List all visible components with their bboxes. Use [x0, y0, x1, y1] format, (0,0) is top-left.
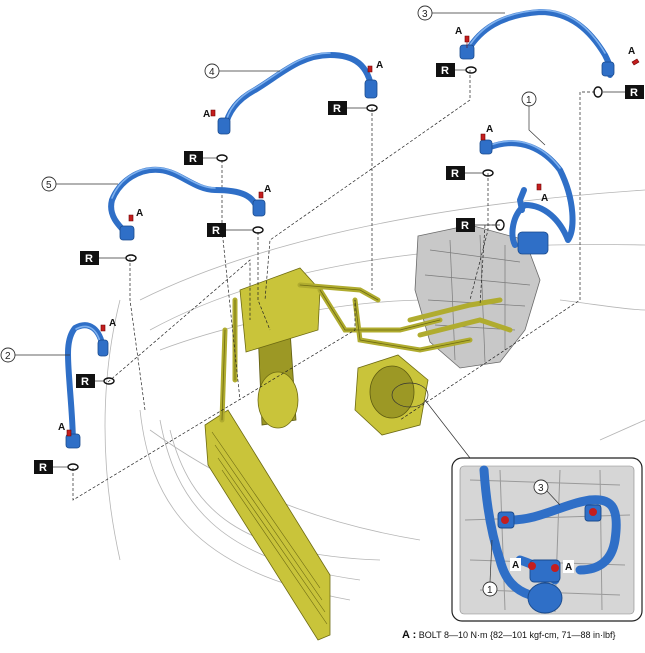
hose-3 — [459, 9, 615, 78]
inset-callout-3 — [533, 479, 549, 495]
bolt-icon — [210, 109, 216, 117]
svg-text:1: 1 — [526, 95, 532, 106]
inset-bolt-icon — [501, 516, 509, 524]
bolt-label: A — [376, 60, 383, 71]
o-ring — [465, 66, 477, 74]
r-tag: R — [446, 166, 483, 180]
bolt-label: A — [136, 208, 143, 219]
callout-5: 5 — [41, 176, 118, 192]
bolt-icon — [128, 214, 134, 222]
o-ring — [125, 254, 137, 262]
hose-1 — [479, 139, 576, 255]
inset-bolt-icon — [551, 564, 559, 572]
inset-callout-1 — [482, 581, 498, 597]
hose-4 — [217, 52, 378, 135]
inset-detail: 1 3 A A — [451, 457, 643, 622]
svg-text:1: 1 — [487, 585, 493, 596]
bolt-label: A — [628, 46, 635, 57]
bolt-icon — [536, 183, 542, 191]
r-tag: R — [76, 374, 104, 388]
bolt-label: A — [541, 193, 548, 204]
bolt-icon — [258, 191, 264, 199]
bolt-label: A — [264, 184, 271, 195]
bolt-icon — [66, 429, 72, 437]
callout-2: 2 — [0, 347, 70, 363]
r-tag: R — [456, 218, 496, 232]
legend-key: A : — [402, 629, 417, 641]
callout-4: 4 — [204, 63, 280, 79]
bolt-label: A — [455, 26, 462, 37]
inset-bolt-icon — [528, 562, 536, 570]
r-tags: R R R R R R R R R R — [34, 63, 644, 474]
r-tag: R — [184, 151, 217, 165]
svg-text:R: R — [451, 168, 459, 180]
svg-text:R: R — [81, 376, 89, 388]
svg-text:4: 4 — [209, 67, 215, 78]
svg-text:R: R — [85, 253, 93, 265]
svg-text:R: R — [39, 462, 47, 474]
bolt-icon — [464, 35, 470, 48]
ac-components — [204, 267, 513, 641]
bolt-labels: A A A A A A A A A A — [58, 26, 635, 433]
hose-2 — [64, 322, 109, 449]
condenser — [204, 409, 331, 641]
svg-text:R: R — [630, 87, 638, 99]
bolt-icon — [367, 65, 373, 73]
o-ring — [593, 86, 603, 98]
hose-5 — [108, 166, 266, 241]
inset-bolt-label: A — [565, 562, 572, 573]
bolt-label: A — [486, 124, 493, 135]
svg-text:R: R — [333, 103, 341, 115]
torque-legend: A : BOLT 8—10 N·m {82—101 kgf-cm, 71—88 … — [402, 629, 616, 641]
svg-text:R: R — [461, 220, 469, 232]
r-tag: R — [436, 63, 466, 77]
r-tag: R — [34, 460, 68, 474]
svg-text:3: 3 — [422, 9, 428, 20]
svg-text:R: R — [189, 153, 197, 165]
svg-text:3: 3 — [538, 483, 544, 494]
vehicle-body-outline — [104, 189, 645, 601]
svg-text:R: R — [212, 225, 220, 237]
bolt-label: A — [58, 422, 65, 433]
r-tag: R — [328, 101, 367, 115]
bolt-icon — [631, 58, 640, 66]
r-tag: R — [80, 251, 126, 265]
svg-text:5: 5 — [46, 180, 52, 191]
svg-text:R: R — [441, 65, 449, 77]
bolt-icons — [66, 35, 640, 437]
callouts: 1 2 3 4 5 — [0, 5, 546, 363]
bolt-label: A — [109, 318, 116, 329]
bolt-label: A — [203, 109, 210, 120]
r-tag: R — [603, 85, 644, 99]
inset-bolt-label: A — [512, 560, 519, 571]
inset-bolt-icon — [589, 508, 597, 516]
bolt-icon — [480, 133, 486, 141]
r-tag: R — [207, 223, 253, 237]
callout-3: 3 — [417, 5, 505, 21]
legend-text: BOLT 8—10 N·m {82—101 kgf-cm, 71—88 in·l… — [418, 630, 616, 640]
callout-1: 1 — [521, 91, 546, 146]
inset-leader — [424, 399, 471, 459]
bolt-icon — [100, 324, 106, 332]
svg-text:2: 2 — [5, 351, 11, 362]
